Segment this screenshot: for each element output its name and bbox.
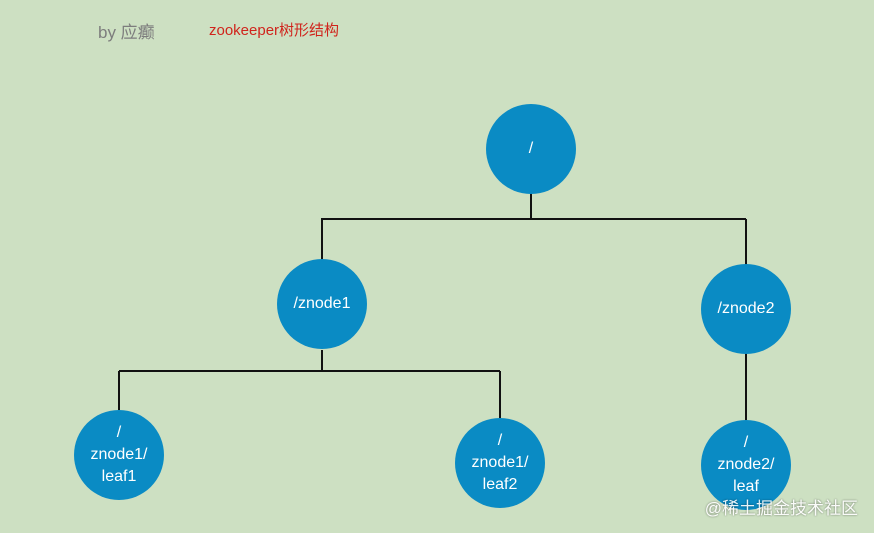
node-leaf3: / znode2/ leaf (701, 420, 791, 510)
node-znode2: /znode2 (701, 264, 791, 354)
diagram-title: zookeeper树形结构 (209, 22, 340, 39)
node-znode1: /znode1 (277, 259, 367, 349)
node-leaf1: / znode1/ leaf1 (74, 410, 164, 500)
author-label: by 应癫 (98, 23, 155, 42)
node-root: / (486, 104, 576, 194)
watermark: @稀土掘金技术社区 (704, 499, 858, 518)
node-leaf2: / znode1/ leaf2 (455, 418, 545, 508)
